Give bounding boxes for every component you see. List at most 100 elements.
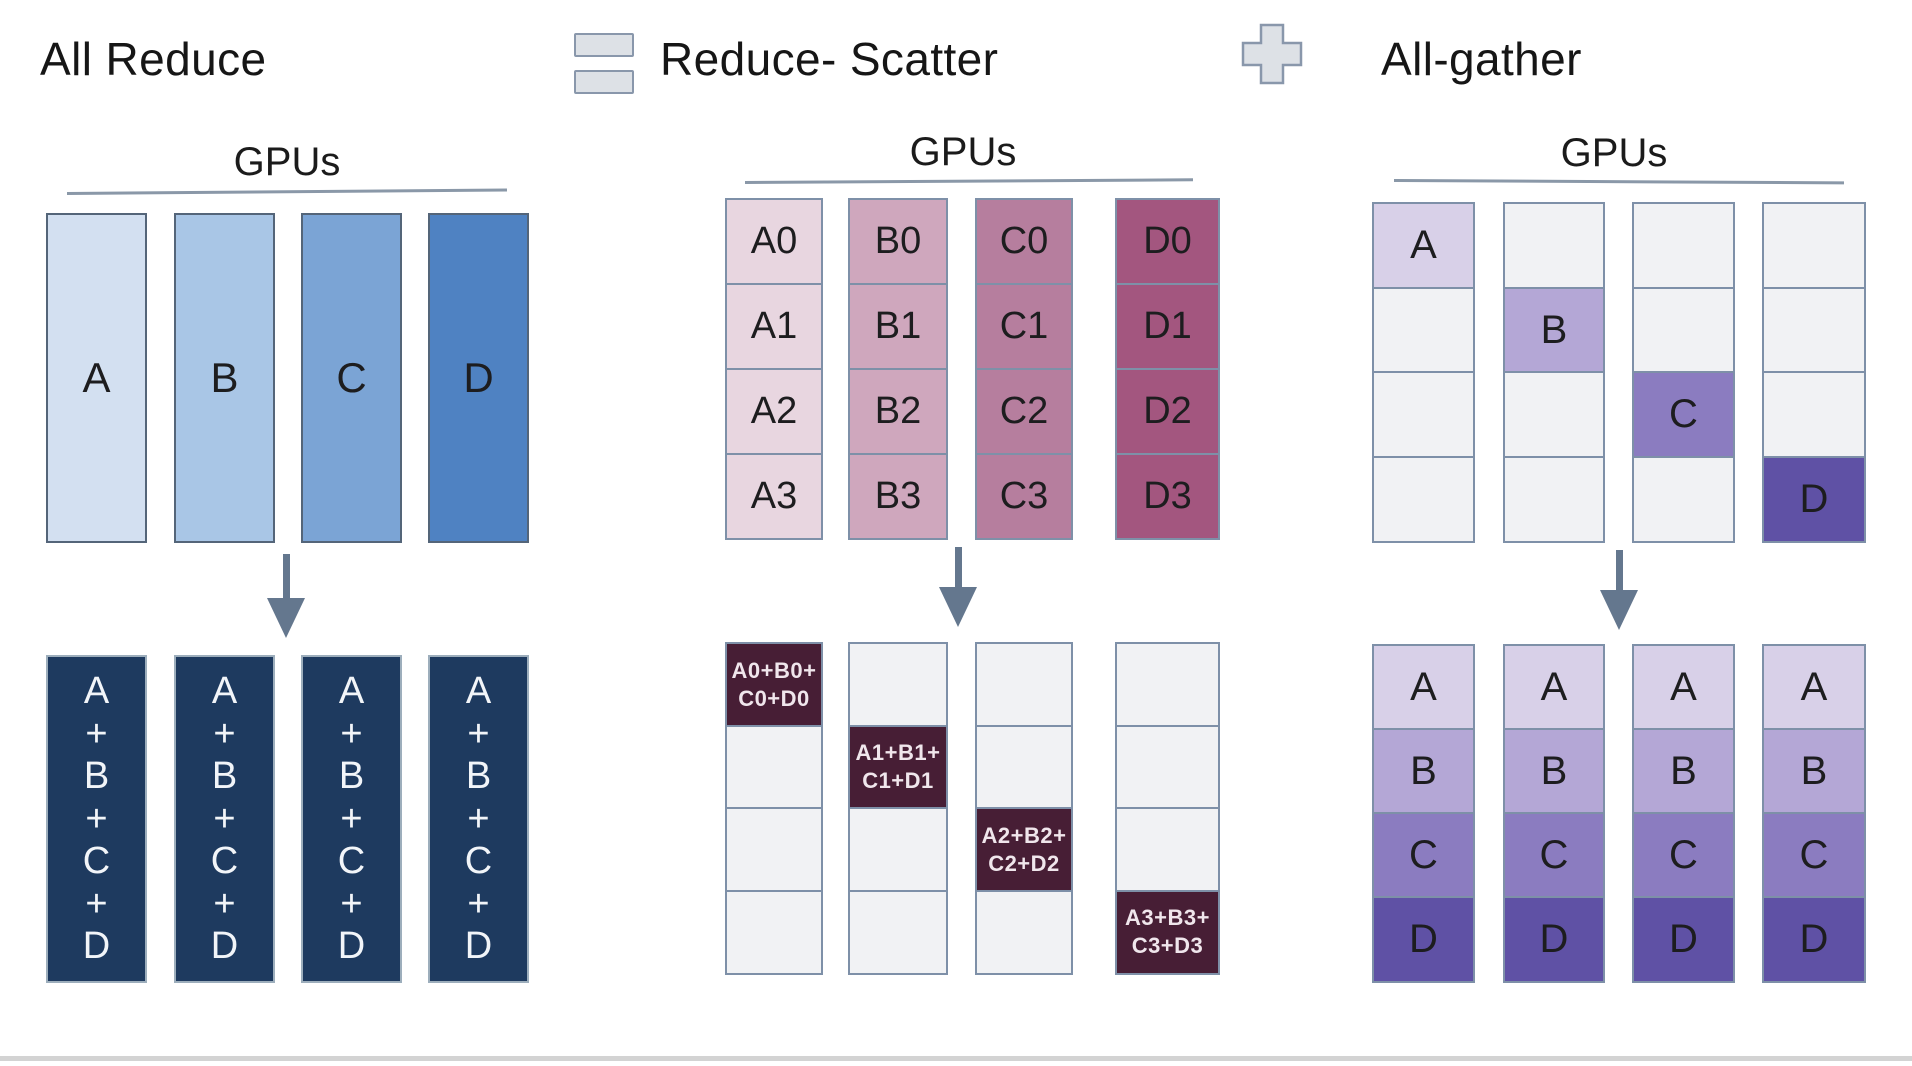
result-line: + [467,712,490,755]
grid-cell-label: C [1669,833,1698,878]
grid-cell-label: B [1540,748,1568,793]
result-line: + [213,797,236,840]
all-gather-input-column: C [1632,202,1735,543]
grid-cell-empty [1632,202,1735,290]
grid-cell-b2: B2 [848,367,948,456]
gpu-column-c: C [301,213,402,543]
gpu-column-label: D [463,354,494,401]
result-line: + [213,712,236,755]
gpus-bracket-line [1393,179,1845,185]
result-line: A [338,670,365,713]
gpu-column-b: B [174,213,275,543]
grid-cell-partial-sum: A2+B2+C2+D2 [975,807,1073,893]
all-reduce-result-column: A+B+C+D [174,655,275,983]
grid-cell-empty [1115,724,1220,810]
grid-cell-b1: B1 [848,282,948,371]
grid-cell-empty [848,807,948,893]
result-line: + [85,712,108,755]
plus-icon [1241,23,1303,85]
arrow-head [1600,590,1638,630]
grid-cell-d3: D3 [1115,452,1220,540]
grid-cell-b: B [1503,728,1605,815]
arrow-stem [283,554,290,600]
grid-cell-label: D [1799,476,1829,521]
partial-sum-label: A2+B2+C2+D2 [982,822,1067,878]
reduce-scatter-output-column: A0+B0+C0+D0 [725,642,823,975]
grid-cell-c: C [1762,812,1866,899]
result-line: + [340,882,363,925]
grid-cell-empty [975,724,1073,810]
result-line: + [467,882,490,925]
gpu-column-label: C [336,354,367,401]
partial-sum-line: C1+D1 [862,768,934,794]
arrow-stem [1616,550,1623,592]
reduce-scatter-output-column: A2+B2+C2+D2 [975,642,1073,975]
grid-cell-empty [725,889,823,975]
all-gather-title: All-gather [1381,33,1582,85]
grid-cell-label: A0 [750,220,798,263]
grid-cell-label: B1 [874,305,922,348]
grid-cell-c: C [1632,812,1735,899]
grid-cell-d: D [1762,896,1866,983]
partial-sum-line: C0+D0 [738,685,810,711]
all-reduce-title: All Reduce [40,33,267,85]
grid-cell-a3: A3 [725,452,823,540]
grid-cell-c1: C1 [975,282,1073,371]
grid-cell-d2: D2 [1115,367,1220,456]
grid-cell-b: B [1372,728,1475,815]
grid-cell-empty [1762,202,1866,290]
grid-cell-empty [1115,807,1220,893]
result-line: B [83,755,110,798]
gpu-column-a: A [46,213,147,543]
result-line: B [465,755,492,798]
result-line: C [337,840,366,883]
grid-cell-c0: C0 [975,198,1073,286]
grid-cell-empty [975,889,1073,975]
result-line: C [82,840,111,883]
grid-cell-d: D [1503,896,1605,983]
grid-cell-label: B [1540,307,1568,352]
gpus-label-all-gather: GPUs [1560,131,1668,175]
grid-cell-label: A [1410,664,1437,709]
grid-cell-c: C [1632,371,1735,459]
grid-cell-a: A [1503,644,1605,731]
gpu-column-label: A [82,354,111,401]
all-gather-input-column: A [1372,202,1475,543]
grid-cell-label: C3 [999,474,1049,517]
all-reduce-input-columns: A B C D [46,213,530,543]
grid-cell-label: A3 [750,474,798,517]
grid-cell-empty [725,807,823,893]
partial-sum-line: A2+B2+ [981,822,1067,848]
grid-cell-label: D [1799,917,1829,962]
arrow-head [939,587,977,627]
grid-cell-label: B3 [874,474,922,517]
grid-cell-label: D0 [1143,220,1192,263]
grid-cell-empty [848,889,948,975]
partial-sum-line: A3+B3+ [1125,905,1210,931]
grid-cell-label: C [1799,833,1829,878]
result-line: A [211,670,238,713]
gpu-column-d: D [428,213,529,543]
grid-cell-partial-sum: A1+B1+C1+D1 [848,724,948,810]
grid-cell-empty [1372,286,1475,374]
grid-cell-a: A [1632,644,1735,731]
all-reduce-result-column: A+B+C+D [46,655,147,983]
grid-cell-d: D [1372,896,1475,983]
grid-cell-label: D [1539,917,1569,962]
grid-cell-empty [1115,642,1220,728]
result-line: D [464,925,493,968]
grid-cell-label: A [1540,664,1568,709]
result-line: B [338,755,365,798]
gpus-bracket-line [744,178,1194,184]
grid-cell-c: C [1503,812,1605,899]
grid-cell-a0: A0 [725,198,823,286]
result-line: + [340,712,363,755]
grid-cell-label: C0 [999,220,1049,263]
